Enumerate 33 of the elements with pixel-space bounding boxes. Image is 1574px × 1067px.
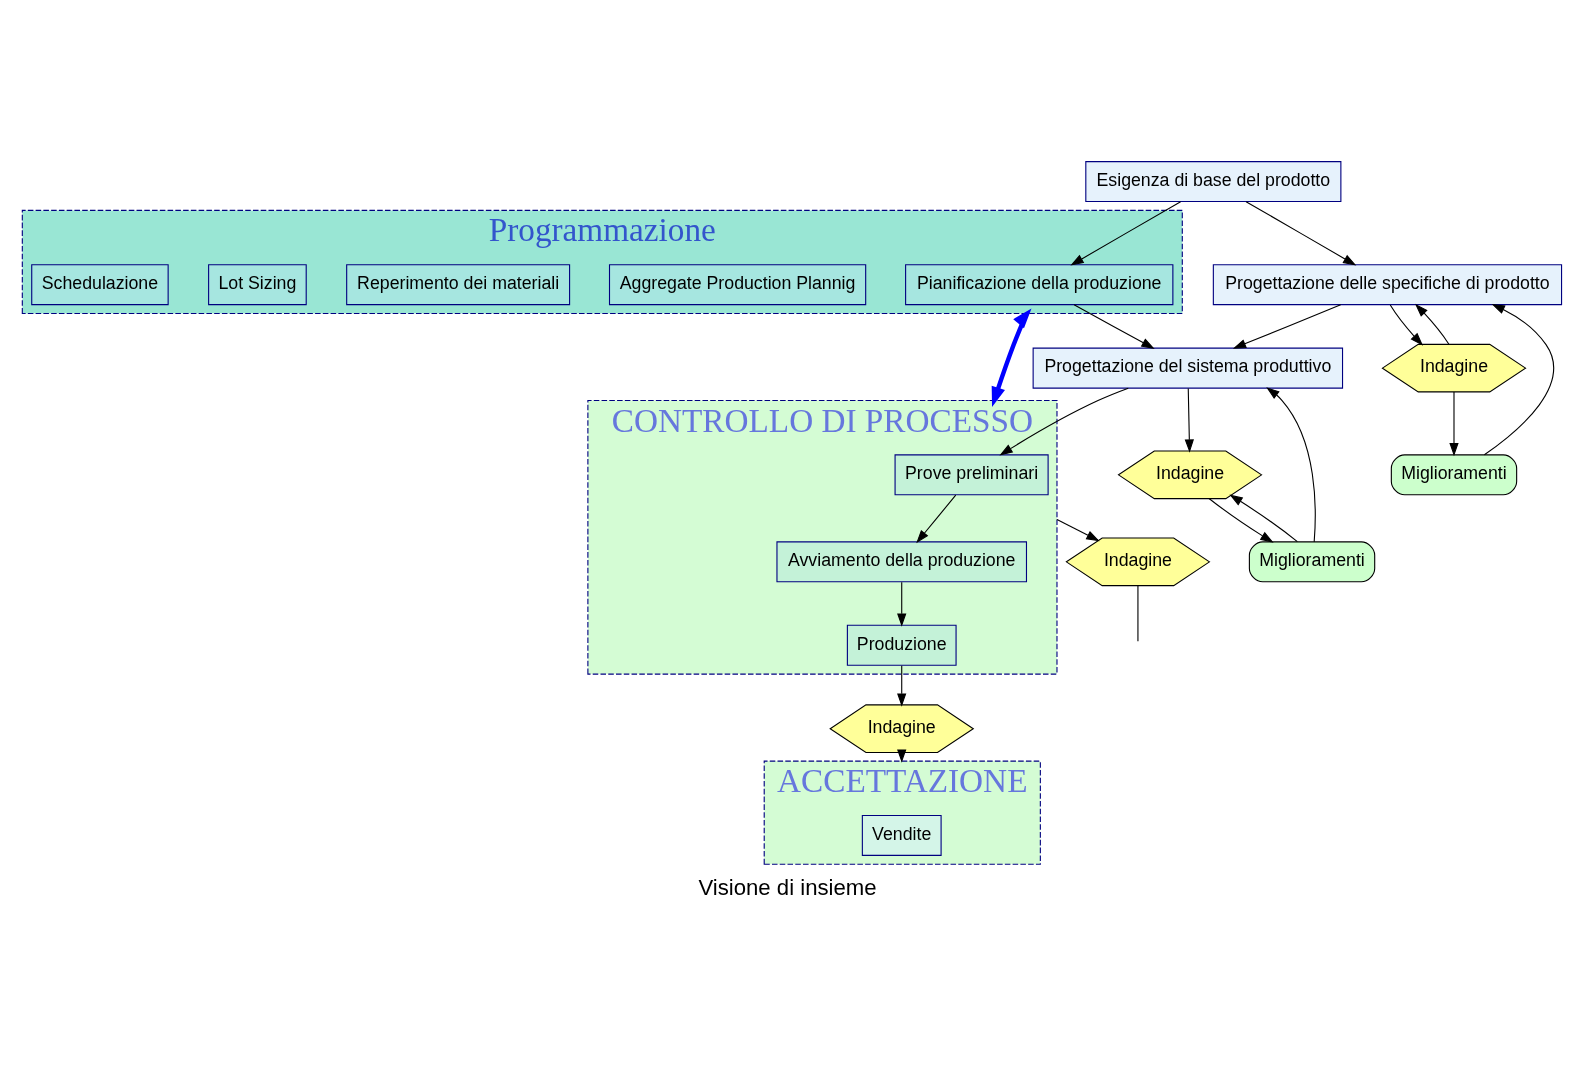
arrow [1389, 304, 1423, 346]
node-box: Miglioramenti [1390, 453, 1517, 495]
arrow [998, 387, 1129, 456]
arrow [991, 307, 1031, 407]
node-box: Vendite [861, 814, 942, 856]
arrow [1055, 518, 1100, 541]
arrow [1069, 200, 1181, 266]
node-box: Miglioramenti [1248, 540, 1375, 582]
node-box: Produzione [846, 624, 957, 666]
node-box: Esigenza di base del prodotto [1084, 160, 1341, 202]
node-box: Pianificazione della produzione [904, 263, 1173, 305]
arrow [1483, 303, 1554, 455]
arrow [896, 664, 906, 707]
node-box: Avviamento della produzione [775, 540, 1027, 582]
node-box: Prove preliminari [894, 453, 1049, 495]
caption: Visione di insieme [697, 874, 877, 900]
node-box: Schedulazione [30, 263, 169, 305]
node-box: Lot Sizing [207, 263, 307, 305]
arrow [1207, 497, 1274, 543]
node-box: Aggregate Production Plannig [608, 263, 866, 305]
arrow [1184, 387, 1194, 453]
arrow [896, 581, 906, 627]
arrow [1245, 200, 1356, 266]
arrow [1228, 494, 1298, 542]
node-box: Reperimento dei materiali [345, 263, 570, 305]
arrow [1448, 390, 1459, 456]
arrow [1265, 386, 1316, 542]
arrow [1232, 303, 1341, 349]
arrow [915, 494, 956, 543]
node-box: Progettazione delle specifiche di prodotto [1212, 263, 1562, 305]
arrow [1414, 303, 1450, 345]
connector [1136, 584, 1138, 642]
node-box: Progettazione del sistema produttivo [1032, 347, 1343, 389]
